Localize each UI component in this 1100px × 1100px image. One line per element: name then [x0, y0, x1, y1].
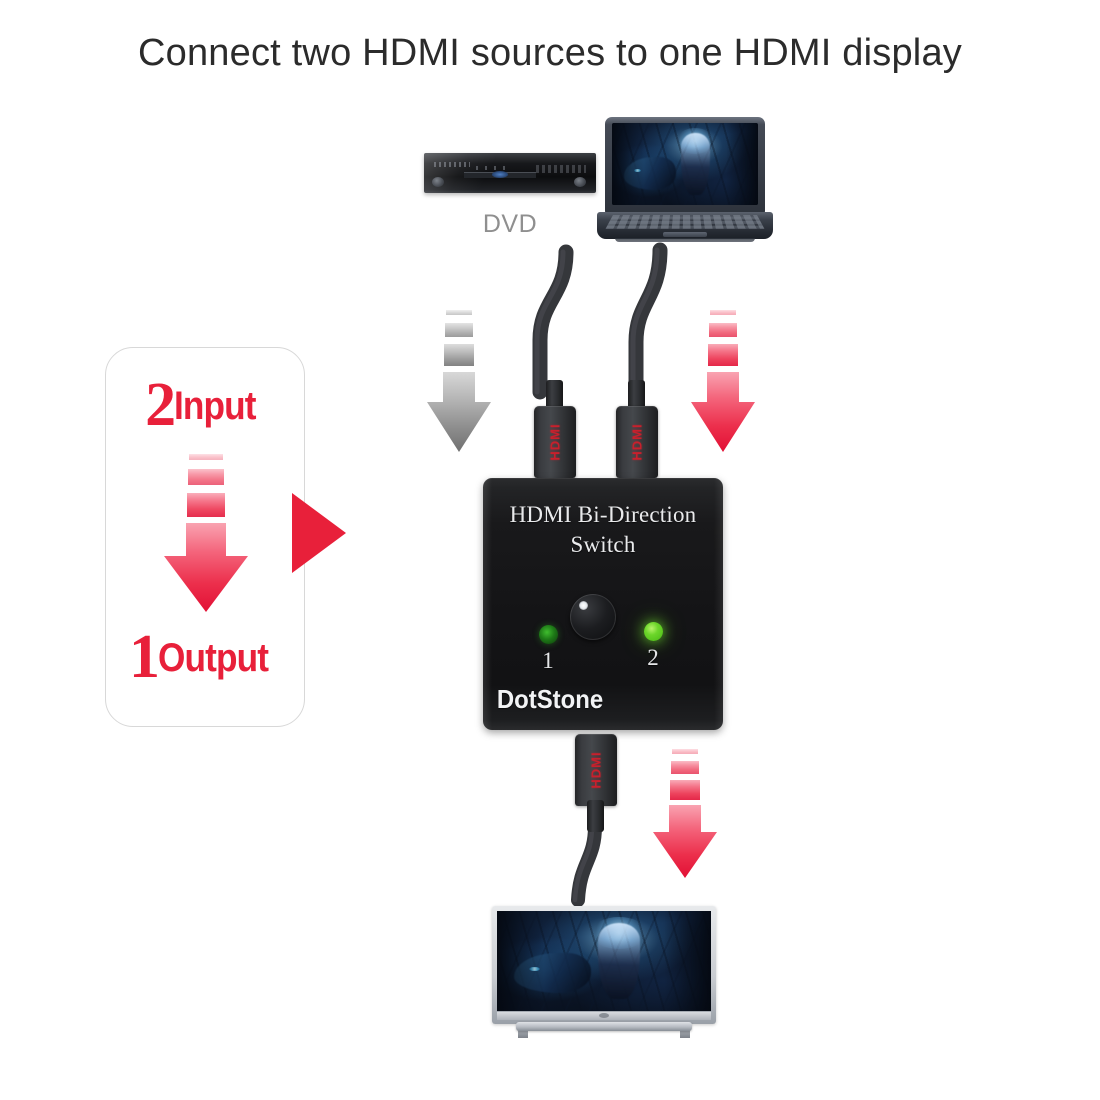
hdmi-connector-label: HDMI [588, 751, 604, 789]
input-label: Input [174, 384, 256, 428]
dvd-disc [492, 171, 508, 178]
laptop-base [597, 212, 773, 239]
output-summary: 1Output [106, 626, 306, 688]
dvd-badge-right [574, 177, 586, 187]
laptop-screen-content [612, 123, 758, 205]
hdmi-connector-label: HDMI [547, 423, 563, 461]
dvd-player-device [424, 153, 596, 193]
switch-title-line2: Switch [570, 532, 636, 557]
hdmi-connector-input-2: HDMI [616, 406, 658, 478]
cable-neck-output [587, 800, 604, 832]
switch-push-button[interactable] [570, 594, 616, 640]
tv-stand [516, 1022, 692, 1031]
dvd-badge-left [432, 177, 444, 187]
scene-vignette-right [663, 911, 711, 1011]
scene-character [597, 923, 641, 999]
switch-button-highlight [579, 601, 588, 610]
output-label: Output [157, 636, 269, 680]
down-arrow-red-icon-output [653, 749, 717, 878]
led-indicator-2 [644, 622, 663, 641]
brand-logo-text: DotStone [496, 684, 604, 714]
dvd-brand-text [434, 162, 470, 167]
scene-vignette-left [497, 911, 545, 1011]
led-indicator-1 [539, 625, 558, 644]
scene-vignette-right [725, 123, 758, 205]
switch-title-line1: HDMI Bi-Direction [509, 502, 697, 527]
dvd-label: DVD [482, 210, 538, 238]
tv-screen-content [497, 911, 711, 1011]
laptop-foot [615, 238, 755, 242]
switch-title: HDMI Bi-Direction Switch [483, 500, 723, 560]
scene-character [680, 132, 710, 196]
cable-neck-input-2 [628, 380, 645, 410]
led-label-1: 1 [542, 648, 554, 673]
cable-left [532, 244, 574, 400]
down-arrow-red-icon-source [691, 310, 755, 452]
down-arrow-gray-icon [427, 310, 491, 452]
dvd-body [424, 153, 596, 193]
laptop-device [597, 117, 773, 245]
tv-bezel [492, 906, 716, 1024]
tv-display-device [492, 906, 716, 1038]
scene-vignette-left [612, 123, 645, 205]
dvd-model-text [536, 165, 586, 173]
output-count: 1 [128, 623, 160, 691]
tv-leg-right [680, 1029, 690, 1038]
hdmi-connector-input-1: HDMI [534, 406, 576, 478]
input-count: 2 [145, 371, 176, 439]
brand-logo: DotStone [44, 684, 1056, 715]
input-summary: 2Input [106, 374, 306, 436]
tv-leg-left [518, 1029, 528, 1038]
switch-edge-left [483, 478, 492, 730]
hdmi-connector-output: HDMI [575, 734, 617, 806]
led-label-2: 2 [647, 645, 659, 670]
hdmi-connector-label: HDMI [629, 423, 645, 461]
cable-output [571, 819, 602, 907]
cable-right [628, 242, 668, 400]
switch-edge-right [714, 478, 723, 730]
info-panel: 2Input 1Output [105, 347, 305, 727]
dvd-indicator-lights [476, 166, 512, 170]
triangle-right-icon [292, 493, 346, 573]
cable-neck-input-1 [546, 380, 563, 410]
laptop-keyboard [605, 215, 765, 229]
laptop-trackpad [663, 232, 707, 237]
down-arrow-red-icon-panel [164, 454, 248, 612]
page-title: Connect two HDMI sources to one HDMI dis… [137, 32, 962, 74]
tv-logo [599, 1013, 609, 1018]
laptop-lid [605, 117, 765, 213]
